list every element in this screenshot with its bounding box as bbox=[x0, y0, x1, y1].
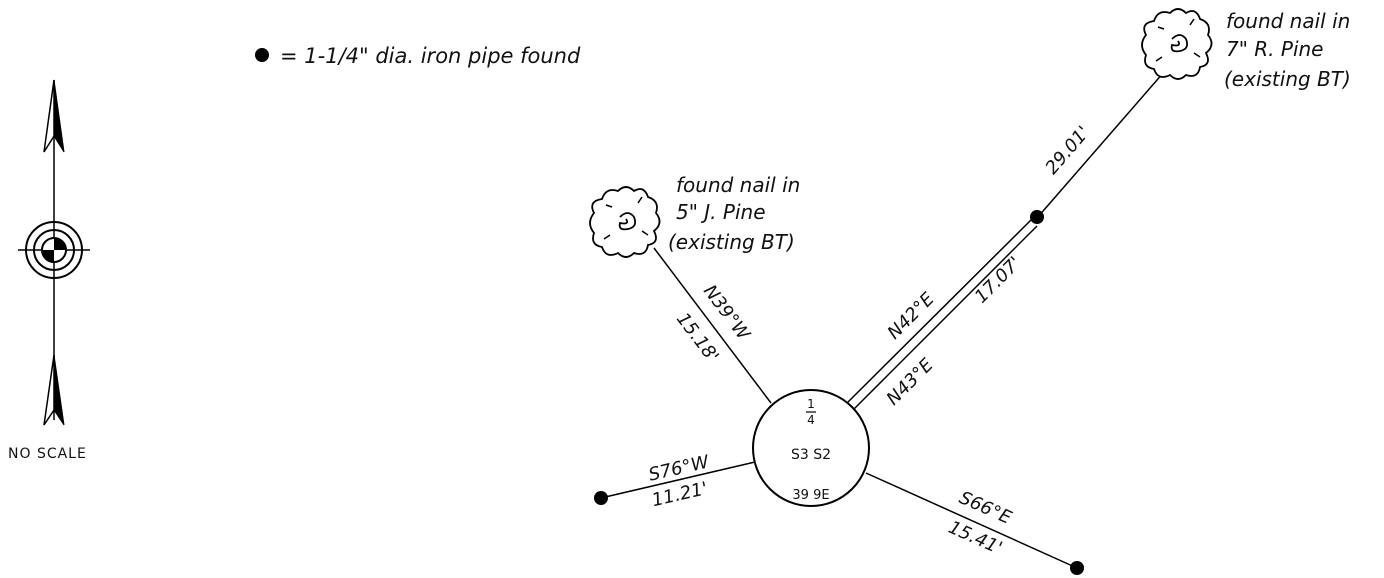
tie-line-ne-pipe-b bbox=[852, 225, 1038, 411]
iron-pipes bbox=[594, 210, 1084, 575]
distance-ne-pipe: 17.07' bbox=[971, 253, 1026, 308]
north-arrow-bottom-head bbox=[43, 354, 65, 426]
tie-line-j-pine bbox=[653, 247, 772, 404]
section-corner-circle bbox=[752, 389, 870, 507]
tree-j-pine-line-1: found nail in bbox=[676, 173, 800, 197]
tie-line-se-pipe bbox=[865, 472, 1078, 569]
iron-pipe-ne bbox=[1030, 210, 1044, 224]
iron-pipe-se bbox=[1070, 561, 1084, 575]
tie-lines bbox=[600, 71, 1165, 569]
bearing-ne-new: N43°E bbox=[883, 354, 938, 409]
no-scale-label: NO SCALE bbox=[8, 446, 87, 462]
north-arrow: NO SCALE bbox=[8, 79, 90, 462]
legend: = 1-1/4" dia. iron pipe found bbox=[255, 44, 581, 68]
tree-r-pine-line-1: found nail in bbox=[1226, 9, 1350, 33]
tree-r-pine-line-3: (existing BT) bbox=[1224, 67, 1351, 91]
distance-j-pine: 15.18' bbox=[672, 309, 723, 367]
township-range-label: 39 9E bbox=[792, 488, 829, 503]
tree-j-pine-line-2: 5" J. Pine bbox=[676, 200, 766, 224]
tree-r-pine-line-2: 7" R. Pine bbox=[1226, 37, 1324, 61]
section-corner: 1 4 S3 S2 39 9E bbox=[752, 389, 870, 507]
distance-r-pine: 29.01' bbox=[1041, 122, 1094, 178]
tie-line-ne-pipe-a bbox=[846, 217, 1034, 404]
north-arrow-top-head bbox=[43, 79, 65, 153]
tie-line-r-pine bbox=[1036, 71, 1165, 219]
tree-r-pine bbox=[1141, 8, 1213, 80]
bearing-ne-old: N42°E bbox=[884, 288, 939, 343]
north-arrow-center-symbol bbox=[18, 221, 90, 279]
tree-j-pine bbox=[589, 186, 661, 258]
tie-line-w-pipe bbox=[600, 461, 756, 499]
sections-label: S3 S2 bbox=[791, 447, 831, 463]
tree-r-pine-icon bbox=[1141, 8, 1213, 80]
tree-j-pine-icon bbox=[589, 186, 661, 258]
quarter-numerator: 1 bbox=[807, 397, 815, 411]
iron-pipe-w bbox=[594, 491, 608, 505]
quarter-denominator: 4 bbox=[807, 413, 815, 427]
tree-j-pine-line-3: (existing BT) bbox=[668, 230, 795, 254]
legend-pipe-symbol bbox=[255, 48, 269, 62]
legend-text: = 1-1/4" dia. iron pipe found bbox=[280, 44, 581, 68]
